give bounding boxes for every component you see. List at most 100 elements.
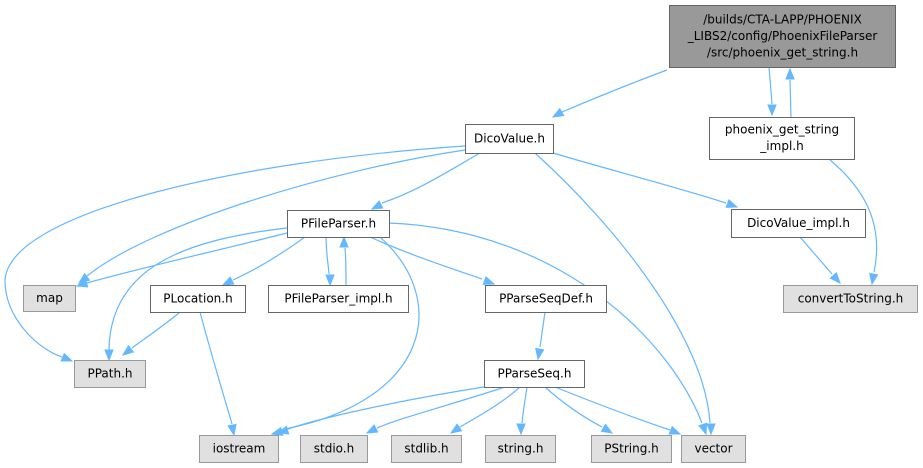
node-stdlib: stdlib.h [391, 435, 462, 463]
edge-line [376, 386, 506, 429]
edge-line [287, 385, 491, 430]
arrowhead [276, 425, 290, 435]
arrowhead [516, 423, 526, 436]
edge-pparseseq-to-vector [554, 386, 682, 435]
arrowhead [551, 107, 565, 118]
node-box [391, 435, 462, 463]
node-label: PFileParser.h [301, 216, 376, 230]
arrowhead [121, 344, 135, 356]
edge-line [86, 232, 288, 284]
node-impl[interactable]: phoenix_get_string _impl.h [709, 117, 855, 160]
node-pparseseqdef[interactable]: PParseSeqDef.h [485, 285, 607, 313]
node-label: PString.h [604, 441, 658, 455]
arrowhead [706, 423, 716, 436]
node-root: /builds/CTA-LAPP/PHOENIX _LIBS2/config/Ph… [669, 5, 896, 68]
edge-line [232, 236, 306, 281]
arrowhead [75, 278, 89, 288]
node-pfileparser[interactable]: PFileParser.h [287, 210, 390, 238]
edge-line [369, 236, 483, 280]
edge-pfileparser-to-map [75, 232, 288, 288]
edge-line [539, 311, 546, 348]
node-label: /builds/CTA-LAPP/PHOENIX [703, 12, 862, 26]
node-label: phoenix_get_string [725, 123, 839, 137]
arrowhead [482, 275, 496, 285]
edge-line [108, 227, 288, 351]
node-box [669, 5, 896, 68]
edge-pfileparser-to-plocation [221, 236, 306, 286]
node-dicovalueimpl[interactable]: DicoValue_impl.h [731, 209, 866, 238]
node-box [300, 435, 368, 463]
edge-pfileparser-to-ppath [104, 227, 288, 362]
node-label: stdio.h [314, 441, 354, 455]
arrowhead [869, 272, 879, 286]
edge-line [381, 152, 481, 204]
edge-pfileparser-to-vector [388, 222, 708, 436]
node-string: string.h [485, 435, 556, 463]
node-box [465, 124, 554, 154]
arrowhead [365, 424, 379, 434]
edge-line [131, 311, 181, 349]
node-label: stdlib.h [404, 441, 448, 455]
edge-dicovalue-to-map [77, 149, 466, 284]
edge-line [4, 145, 466, 358]
edge-line [544, 386, 603, 428]
edge-pfileparser-to-pparseseqdef [369, 236, 496, 285]
node-label: _impl.h [759, 139, 803, 153]
edge-pparseseq-to-stdio [365, 386, 506, 434]
edges-layer [4, 66, 879, 437]
node-box [287, 210, 390, 238]
edge-plocation-to-iostream [199, 311, 237, 437]
edge-line [829, 159, 878, 273]
node-label: PPath.h [87, 366, 132, 380]
edge-pparseseqdef-to-pparseseq [535, 311, 546, 361]
node-box [591, 435, 672, 463]
arrowhead [829, 272, 841, 285]
edge-root-to-dicovalue [551, 69, 668, 118]
node-box [709, 117, 855, 160]
edge-plocation-to-ppath [121, 311, 181, 356]
edge-line [799, 236, 833, 275]
edge-root-to-impl [767, 66, 777, 117]
node-label: PParseSeq.h [498, 366, 572, 380]
edge-line [554, 386, 671, 431]
node-label: map [36, 291, 63, 305]
edge-line [521, 386, 528, 424]
node-label: DicoValue.h [474, 131, 545, 145]
node-label: PLocation.h [163, 291, 232, 305]
edge-line [789, 79, 792, 118]
edge-pparseseq-to-string [516, 386, 528, 436]
node-ppath: PPath.h [74, 360, 146, 388]
edge-line [768, 66, 773, 105]
node-pfileparserimpl[interactable]: PFileParser_impl.h [268, 285, 409, 313]
edge-impl-to-root [785, 67, 795, 118]
node-box [23, 285, 76, 312]
node-box [268, 285, 409, 313]
edge-line [552, 152, 727, 204]
edge-line [284, 236, 420, 430]
node-label: _LIBS2/config/PhoenixFileParser [687, 29, 878, 43]
edge-pparseseq-to-pstring [544, 386, 614, 434]
edge-line [388, 222, 703, 424]
node-stdio: stdio.h [300, 435, 368, 463]
edge-line [459, 386, 521, 428]
node-plocation[interactable]: PLocation.h [150, 285, 246, 313]
edge-dicovalue-to-ppath [4, 145, 466, 362]
edge-pfileparserimpl-to-pfileparser [339, 235, 349, 286]
node-box [74, 360, 146, 388]
node-box [485, 285, 607, 313]
node-converttostring: convertToString.h [783, 285, 918, 313]
node-label: iostream [213, 441, 266, 455]
edge-dicovalue-to-pfileparser [370, 152, 481, 210]
node-label: /src/phoenix_get_string.h [707, 45, 858, 59]
node-box [485, 435, 556, 463]
node-dicovalue[interactable]: DicoValue.h [465, 124, 554, 154]
node-box [731, 209, 866, 238]
arrowhead [767, 104, 777, 117]
edge-pparseseq-to-stdlib [449, 386, 521, 434]
node-box [783, 285, 918, 313]
node-pparseseq[interactable]: PParseSeq.h [484, 360, 585, 388]
node-label: string.h [498, 441, 544, 455]
arrowhead [698, 422, 708, 436]
arrowhead [221, 276, 235, 286]
